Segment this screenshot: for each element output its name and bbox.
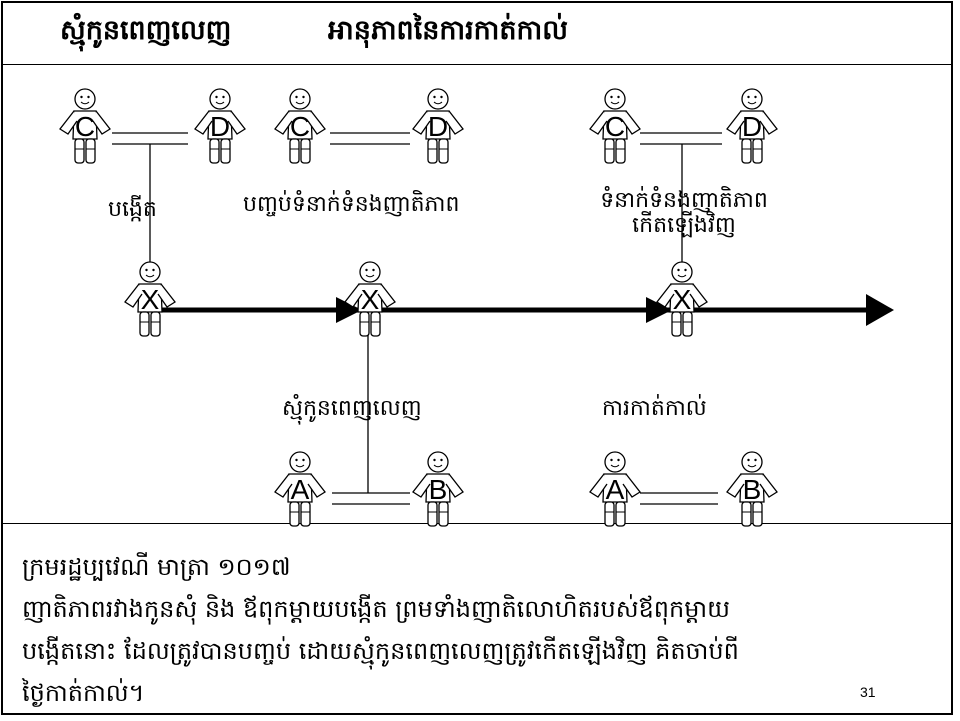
timeline-arrow	[160, 294, 894, 326]
figure-letter: X	[361, 284, 380, 315]
figure-letter: A	[606, 474, 625, 505]
label-birth: បង្កើត	[108, 197, 157, 222]
figure-letter: C	[290, 111, 310, 142]
page-number: 31	[860, 684, 876, 700]
label-cancellation: ការកាត់កាល់	[602, 396, 707, 421]
label-restored-line1: ទំនាក់ទំនងញាតិភាព	[600, 188, 768, 213]
header-left-title: ស្មុំកូនពេញលេញ	[60, 15, 232, 46]
figure-letter: B	[429, 474, 448, 505]
figure-letter: X	[141, 284, 160, 315]
note-line-3: បង្កើតនោះ ដែលត្រូវបានបញ្ចប់ ដោយស្មុំកូនព…	[22, 637, 739, 665]
figure-letter: C	[605, 111, 625, 142]
figure-letter: C	[75, 111, 95, 142]
top-connectors	[112, 132, 722, 493]
note-line-4: ថ្ងៃកាត់កាល់។	[22, 679, 145, 707]
figure-letter: D	[742, 111, 762, 142]
label-restored-line2: កើតឡើងវិញ	[632, 213, 736, 239]
figure-letter: X	[673, 284, 692, 315]
note-line-2: ញាតិភាពរវាងកូនសុំ និង ឪពុកម្តាយបង្កើត ព្…	[22, 595, 730, 623]
figure-letter: D	[428, 111, 448, 142]
label-full-adoption: ស្មុំកូនពេញលេញ	[282, 396, 422, 421]
header-right-title: អានុភាពនៃការកាត់កាល់	[328, 15, 568, 46]
note-line-1: ក្រមរដ្ឋប្បវេណី មាត្រា ១០១៧	[22, 553, 291, 581]
header-divider	[3, 64, 951, 65]
figure-letter: A	[291, 474, 310, 505]
bottom-connectors	[332, 492, 718, 505]
note-divider	[3, 523, 951, 524]
label-relationship-restored: ទំនាក់ទំនងញាតិភាព កើតឡើងវិញ	[574, 188, 794, 239]
figure-letter: B	[743, 474, 762, 505]
figure-letter: D	[210, 111, 230, 142]
label-relationship-ended: បញ្ចប់ទំនាក់ទំនងញាតិភាព	[243, 192, 460, 217]
